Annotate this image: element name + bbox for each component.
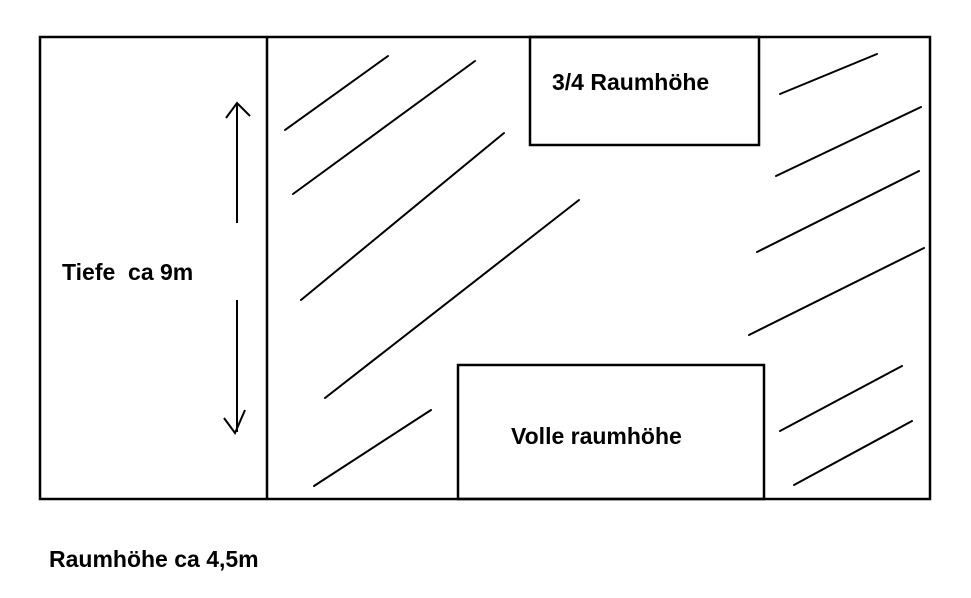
depth-label: Tiefe ca 9m (62, 259, 193, 285)
three-quarter-height-box (528, 35, 761, 147)
depth-arrow-down (223, 300, 246, 435)
hatch-line (779, 53, 878, 95)
hatch-line (756, 170, 920, 253)
depth-arrow-up (225, 101, 251, 223)
full-height-label: Volle raumhöhe (511, 423, 682, 449)
full-height-box (456, 363, 766, 501)
hatch-line (793, 420, 913, 486)
hatch-line (748, 247, 925, 336)
hatch-line (313, 409, 432, 487)
three-quarter-height-label: 3/4 Raumhöhe (552, 69, 709, 95)
room-height-label: Raumhöhe ca 4,5m (49, 546, 259, 572)
hatch-line (779, 365, 903, 432)
hatching (284, 53, 925, 487)
hatch-line (324, 199, 580, 399)
hatch-line (284, 55, 389, 131)
hatch-line (775, 106, 922, 177)
hatch-line (292, 60, 476, 195)
hatch-line (300, 132, 505, 301)
